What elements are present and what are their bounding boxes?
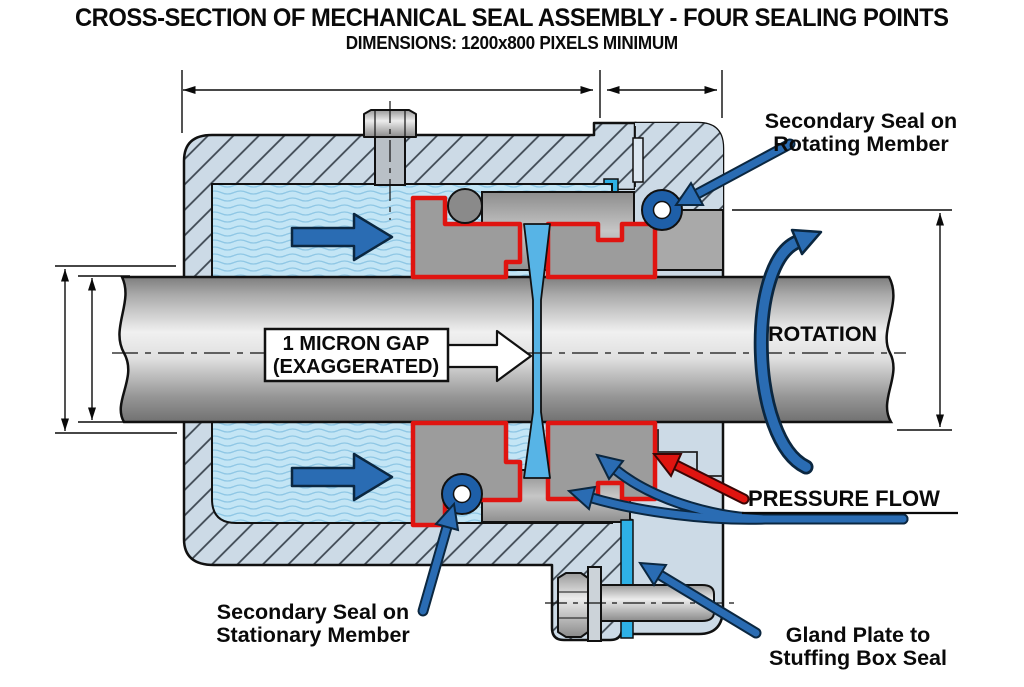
gland-bolt — [545, 566, 737, 642]
label-secondary-rotating: Secondary Seal on — [765, 109, 957, 133]
secondary-seal-orings — [441, 189, 683, 515]
label-secondary-stationary: Stationary Member — [216, 623, 410, 647]
bolt-washer — [587, 566, 602, 642]
label-pressure-flow: PRESSURE FLOW — [748, 486, 940, 511]
micron-gap-label: (EXAGGERATED) — [273, 356, 439, 378]
page-title: CROSS-SECTION OF MECHANICAL SEAL ASSEMBL… — [75, 4, 949, 32]
leader-line — [656, 571, 760, 637]
red-arrowhead — [651, 453, 683, 478]
bolt-hex-head — [557, 572, 589, 638]
fluid-flow-arrows — [290, 212, 394, 502]
diagram-labels: Secondary Seal on Rotating Member ROTATI… — [216, 109, 958, 670]
leader-to-stationary-oring — [417, 501, 460, 617]
leader-arrowhead — [674, 181, 705, 206]
label-secondary-stationary: Secondary Seal on — [217, 600, 409, 624]
pressure-arrowhead — [566, 485, 597, 511]
stationary-face — [410, 195, 523, 280]
pressure-flow-red-arrow — [651, 453, 750, 505]
rotation-arrowhead — [790, 228, 823, 256]
label-rotation: ROTATION — [768, 322, 877, 346]
pressure-flow-arrows — [566, 453, 909, 525]
flow-arrow-icon — [290, 212, 394, 262]
oring-stationary-hole — [452, 484, 472, 504]
leader-line — [419, 523, 451, 615]
micron-gap-callout: 1 MICRON GAP (EXAGGERATED) — [263, 327, 533, 383]
callout-box — [263, 327, 450, 383]
red-arrow-line — [672, 461, 748, 503]
micron-gap-label: 1 MICRON GAP — [283, 333, 430, 355]
leader-to-gland-gasket — [638, 561, 762, 639]
leader-line — [693, 140, 794, 198]
flow-arrow-icon — [290, 452, 394, 502]
gasket-seat — [632, 137, 644, 183]
leader-arrows — [417, 138, 909, 639]
label-gland-plate: Gland Plate to — [786, 623, 931, 647]
stud-hex-head — [363, 109, 417, 138]
label-gland-plate: Stuffing Box Seal — [769, 646, 947, 670]
oring-rotating-hole — [652, 200, 672, 220]
pressure-arrowhead — [595, 453, 625, 481]
leader-arrowhead — [434, 501, 460, 532]
top-stud-bolt — [363, 101, 417, 220]
leader-arrowhead — [638, 561, 668, 587]
micron-gap-film — [523, 223, 551, 479]
page-subtitle: DIMENSIONS: 1200x800 PIXELS MINIMUM — [345, 33, 679, 53]
rotating-face — [545, 221, 658, 280]
dimension-lines — [55, 70, 952, 434]
rotation-arc — [756, 237, 811, 472]
rotation-arrow-icon — [753, 228, 823, 475]
callout-arrow-icon — [444, 329, 533, 383]
drive-ring — [447, 188, 483, 224]
pressure-arrow-line — [588, 494, 907, 523]
bottom-seal-cluster — [410, 420, 658, 528]
label-secondary-rotating: Rotating Member — [773, 132, 949, 156]
top-seal-cluster — [410, 188, 724, 280]
leader-to-rotating-oring — [674, 138, 796, 206]
